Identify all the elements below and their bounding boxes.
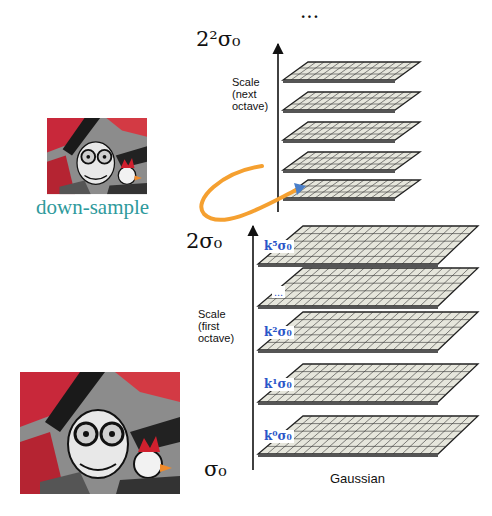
level-label: k⁰σ₀ — [262, 430, 294, 443]
image-grid — [258, 226, 478, 267]
level-label: k⁵σ₀ — [262, 240, 294, 253]
image-grid — [283, 122, 420, 143]
image-grid — [283, 152, 420, 173]
image-grid — [283, 180, 420, 201]
image-thumbnail — [47, 118, 147, 194]
axis-label: Gaussian — [330, 472, 385, 486]
downsample-arrow — [201, 166, 296, 220]
image-grid — [283, 62, 420, 83]
axis-label: Scale (next octave) — [232, 76, 276, 112]
scale-axis — [252, 226, 254, 470]
scale-value: 2σ₀ — [186, 230, 222, 253]
image-grid — [258, 364, 478, 405]
arrow-head — [294, 183, 306, 195]
scale-value: 2²σ₀ — [196, 28, 241, 51]
image-grid — [283, 92, 420, 113]
ellipsis: ... — [272, 286, 285, 298]
scale-value: σ₀ — [204, 458, 227, 481]
level-label: k¹σ₀ — [262, 378, 294, 391]
axis-label: Scale (first octave) — [198, 308, 248, 344]
image-grid — [258, 312, 478, 353]
image-grid — [258, 416, 478, 457]
ellipsis: ... — [300, 0, 319, 22]
step-label: down-sample — [36, 196, 149, 219]
image-thumbnail — [20, 372, 180, 494]
image-grid — [258, 268, 478, 309]
scale-axis — [277, 44, 279, 212]
level-label: k²σ₀ — [262, 326, 294, 339]
grid-stack — [258, 62, 478, 457]
